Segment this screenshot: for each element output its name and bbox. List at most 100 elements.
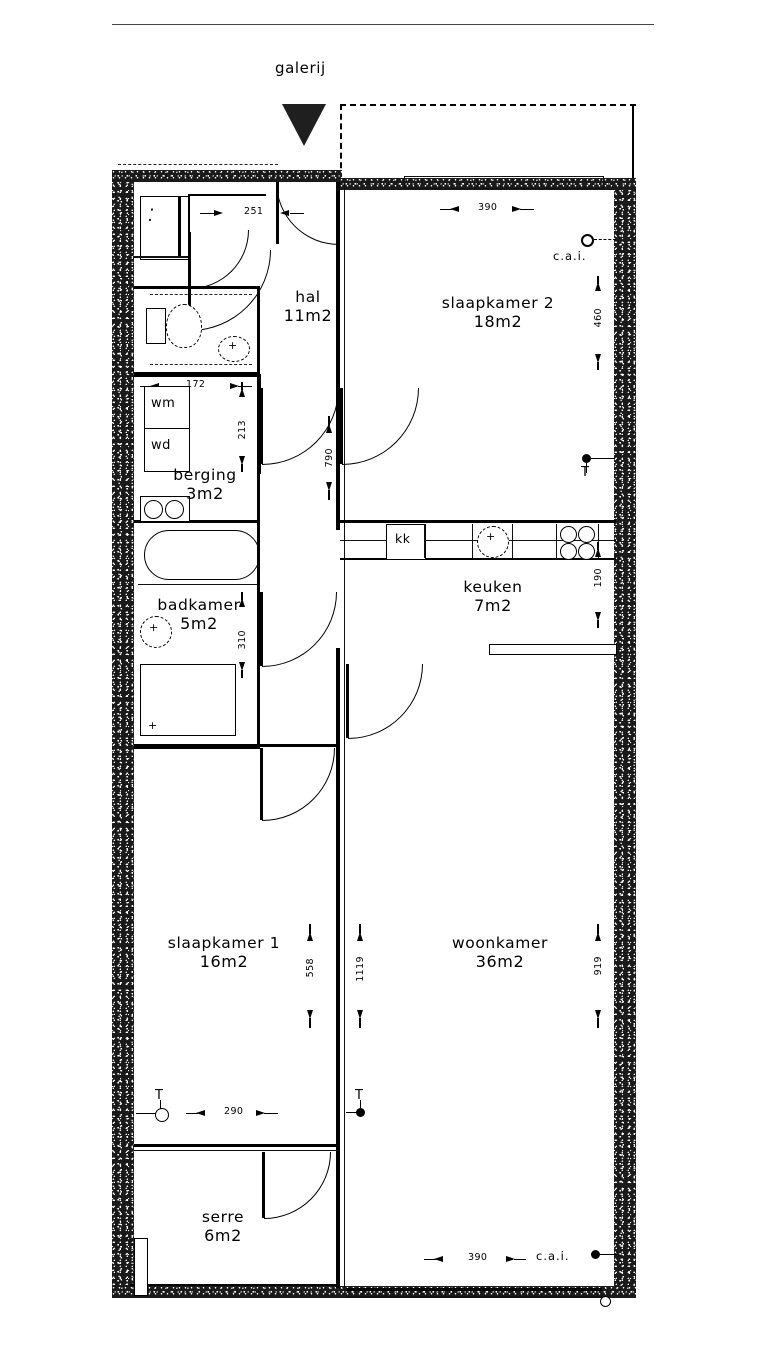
hob-burner-4-icon [578,543,595,560]
door-arc-badkamer [262,592,337,667]
dim-190-arrow-down [595,612,601,621]
cai-label-woonkamer: c.a.i. [536,1249,570,1263]
room-area-slaapkamer2: 18m2 [473,312,523,331]
badkamer-door-leaf [260,592,263,666]
dim-460-arrow-down [595,354,601,363]
serre-head-wall [134,1144,340,1147]
berging-ring-left-icon [144,500,163,519]
room-label-badkamer: badkamer 5m2 [138,596,260,633]
dim-919-arrow-up [595,932,601,941]
dim-251-tail-left [200,212,214,215]
partition-spine-lower [336,1148,340,1288]
hob-burner-1-icon [560,526,577,543]
dim-190-tail-down [597,620,599,628]
gallery-front-dash [118,164,278,165]
room-area-berging: 3m2 [186,484,224,503]
room-area-hal: 11m2 [283,306,333,325]
dim-1119-tail-up [359,924,361,934]
toilet-top-wall [134,286,260,289]
bottom-sill-right [346,1288,602,1291]
dim-290-tail-right [264,1112,278,1115]
dim-390-top-label: 390 [478,202,498,213]
thermostat-stem-slaapkamer2 [586,463,588,473]
dim-790-tail-down [328,490,330,500]
dim-310-tail-down [241,670,243,678]
outlet-corridor-icon [356,1108,365,1117]
exterior-wall-top-right [340,178,636,190]
keuken-counter-bottom [340,558,616,561]
dim-390-top-tail-right [520,208,534,211]
room-area-woonkamer: 36m2 [475,952,525,971]
room-name-slaapkamer1: slaapkamer 1 [167,934,281,952]
dim-790-arrow-down [326,482,332,491]
dim-290-arrow-left [196,1110,205,1116]
dim-390-top-tail-left [440,208,452,211]
dim-390-bottom-label: 390 [468,1252,488,1263]
dim-919-tail-up [597,924,599,934]
badkamer-right-wall [257,522,260,748]
hob-burner-2-icon [578,526,595,543]
badkamer-divider [138,584,258,586]
bathtub-icon [144,530,260,580]
dim-390-top-arrow-left [450,206,459,212]
dryer-label: wd [151,438,171,453]
room-label-berging: berging 3m2 [150,466,260,503]
dim-310-arrow-up [239,598,245,607]
toilet-cistern [146,308,166,344]
dim-213-arrow-down [239,456,245,465]
toilet-bottom-wall [134,372,260,375]
badkamer-fixture-mark: + [148,719,158,732]
window-top-right-frame-r [603,176,605,189]
dim-390-bottom-arrow-right [506,1256,515,1262]
keuken-unit-div-1 [424,524,426,558]
dim-190-arrow-up [595,548,601,557]
slaapkamer2-door-leaf [340,388,343,464]
dim-919-arrow-down [595,1010,601,1019]
kitchen-cabinet-kk [386,524,426,560]
room-area-keuken: 7m2 [474,596,512,615]
keuken-unit-div-2 [472,524,474,558]
dim-190-label: 190 [593,568,604,588]
kitchen-cabinet-label: kk [395,531,411,546]
room-name-badkamer: badkamer [157,596,241,614]
dim-790-label: 790 [324,448,335,468]
thermostat-marker-slaapkamer2: T [581,465,589,480]
dim-790-tail-up [328,416,330,426]
slaapkamer1-door-leaf [260,748,263,820]
room-label-slaapkamer2: slaapkamer 2 18m2 [398,294,598,331]
dim-390-bottom-tail-right [514,1258,526,1261]
dim-172-arrow-right [230,383,239,389]
cai-outlet-woonkamer-icon [591,1250,600,1259]
dim-1119-arrow-down [357,1010,363,1019]
dim-290-tail-left [186,1112,198,1115]
dim-1119-tail-down [359,1018,361,1028]
room-label-keuken: keuken 7m2 [418,578,568,615]
washbasin-icon [140,616,172,648]
room-area-slaapkamer1: 16m2 [199,952,249,971]
dim-213-label: 213 [237,420,248,440]
light-point-slaapkamer1-icon [155,1108,169,1122]
dim-558-arrow-down [307,1010,313,1019]
dryer-icon [144,428,190,472]
keuken-top-wall [340,520,616,523]
window-top-right-inner [404,188,604,190]
dim-251-tail-right [290,212,304,215]
meter-cupboard-base [134,256,188,258]
thermostat-stem-corridor [360,1100,362,1108]
dim-310-arrow-down [239,662,245,671]
cai-label-slaapkamer2: c.a.i. [553,249,587,263]
exterior-wall-left [112,170,134,1298]
room-label-hal: hal 11m2 [268,288,348,325]
dim-310-label: 310 [237,630,248,650]
toilet-right-wall [257,286,260,374]
dim-390-top-arrow-right [512,206,521,212]
toilet-inner-dash-top [150,294,252,295]
dim-558-tail-down [309,1018,311,1028]
berging-door-leaf [260,388,263,464]
room-name-serre: serre [201,1208,245,1226]
thermostat-marker-corridor: T [355,1088,363,1103]
exterior-wall-right-lower [614,530,636,1292]
room-area-serre: 6m2 [204,1226,242,1245]
room-name-berging: berging [173,466,237,484]
serre-head-wall-hair [134,1150,340,1152]
